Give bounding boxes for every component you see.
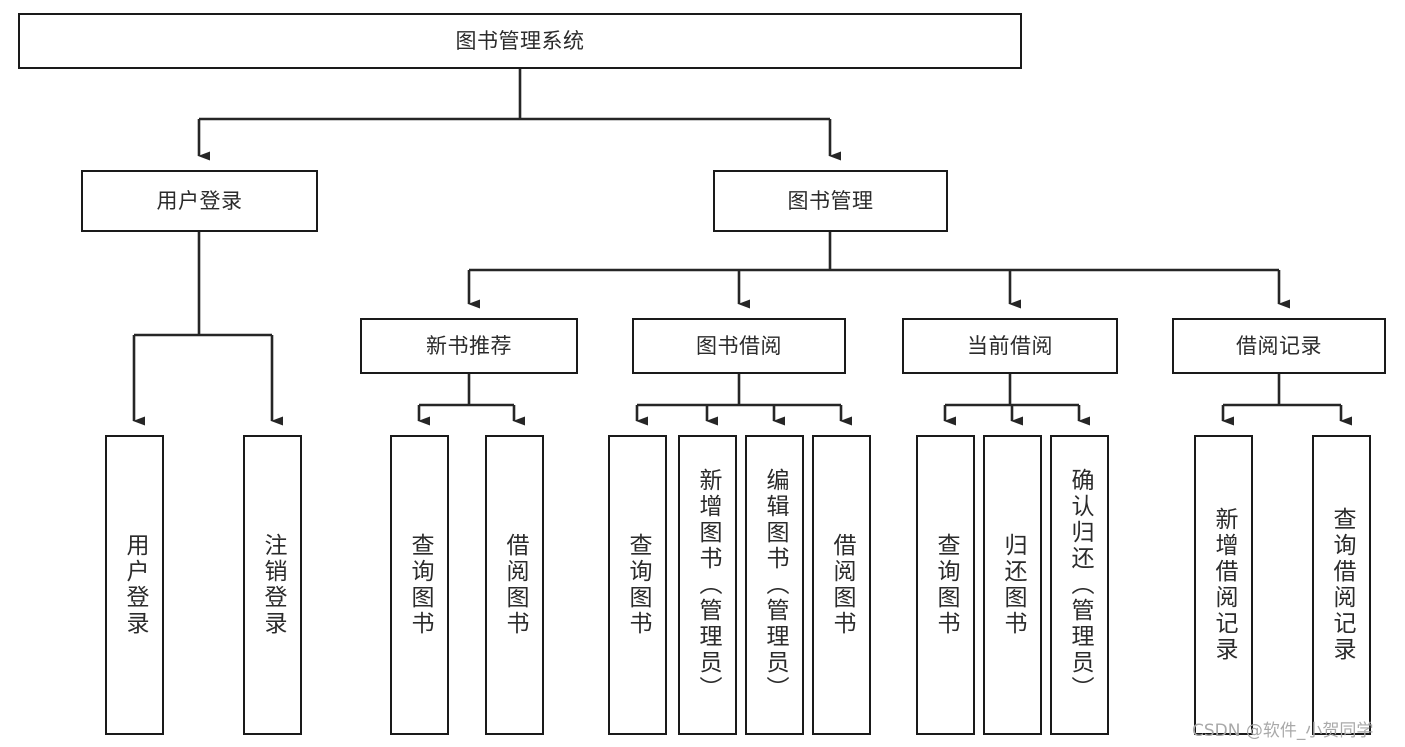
node-current-borrow-label: 当前借阅 xyxy=(967,333,1053,358)
node-book-borrow[interactable]: 图书借阅 xyxy=(632,318,846,374)
watermark-text: CSDN @软件_小贺同学 xyxy=(1192,721,1374,741)
node-leaf-borrow-book-recommend[interactable]: 借阅图书 xyxy=(485,435,544,735)
node-user-login[interactable]: 用户登录 xyxy=(81,170,318,232)
node-borrow-record[interactable]: 借阅记录 xyxy=(1172,318,1386,374)
node-leaf-add-book-label: 新增图书（管理员） xyxy=(695,468,721,702)
node-new-book-recommend[interactable]: 新书推荐 xyxy=(360,318,578,374)
node-leaf-add-borrow-record[interactable]: 新增借阅记录 xyxy=(1194,435,1253,735)
node-leaf-query-borrow-record[interactable]: 查询借阅记录 xyxy=(1312,435,1371,735)
node-new-book-recommend-label: 新书推荐 xyxy=(426,333,512,358)
node-leaf-logout[interactable]: 注销登录 xyxy=(243,435,302,735)
node-leaf-query-book-recommend-label: 查询图书 xyxy=(407,533,433,637)
node-leaf-add-borrow-record-label: 新增借阅记录 xyxy=(1211,507,1237,663)
node-leaf-borrow-book-label: 借阅图书 xyxy=(829,533,855,637)
node-user-login-label: 用户登录 xyxy=(156,188,243,213)
node-leaf-logout-label: 注销登录 xyxy=(260,533,286,637)
node-book-management-label: 图书管理 xyxy=(787,188,874,213)
node-leaf-query-book-recommend[interactable]: 查询图书 xyxy=(390,435,449,735)
node-leaf-query-book-borrow-label: 查询图书 xyxy=(625,533,651,637)
node-book-borrow-label: 图书借阅 xyxy=(696,333,782,358)
node-leaf-borrow-book-recommend-label: 借阅图书 xyxy=(502,533,528,637)
node-leaf-return-book[interactable]: 归还图书 xyxy=(983,435,1042,735)
node-root[interactable]: 图书管理系统 xyxy=(18,13,1022,69)
node-leaf-query-book-current[interactable]: 查询图书 xyxy=(916,435,975,735)
node-leaf-return-book-label: 归还图书 xyxy=(1000,533,1026,637)
node-borrow-record-label: 借阅记录 xyxy=(1236,333,1322,358)
node-leaf-query-book-current-label: 查询图书 xyxy=(933,533,959,637)
node-leaf-add-book[interactable]: 新增图书（管理员） xyxy=(678,435,737,735)
node-leaf-user-login[interactable]: 用户登录 xyxy=(105,435,164,735)
node-leaf-confirm-return-label: 确认归还（管理员） xyxy=(1067,468,1093,702)
node-leaf-user-login-label: 用户登录 xyxy=(122,533,148,637)
node-leaf-edit-book-label: 编辑图书（管理员） xyxy=(762,468,788,702)
node-leaf-confirm-return[interactable]: 确认归还（管理员） xyxy=(1050,435,1109,735)
node-current-borrow[interactable]: 当前借阅 xyxy=(902,318,1118,374)
node-leaf-edit-book[interactable]: 编辑图书（管理员） xyxy=(745,435,804,735)
node-book-management[interactable]: 图书管理 xyxy=(713,170,948,232)
node-leaf-borrow-book[interactable]: 借阅图书 xyxy=(812,435,871,735)
node-leaf-query-book-borrow[interactable]: 查询图书 xyxy=(608,435,667,735)
node-root-label: 图书管理系统 xyxy=(455,28,585,53)
node-leaf-query-borrow-record-label: 查询借阅记录 xyxy=(1329,507,1355,663)
